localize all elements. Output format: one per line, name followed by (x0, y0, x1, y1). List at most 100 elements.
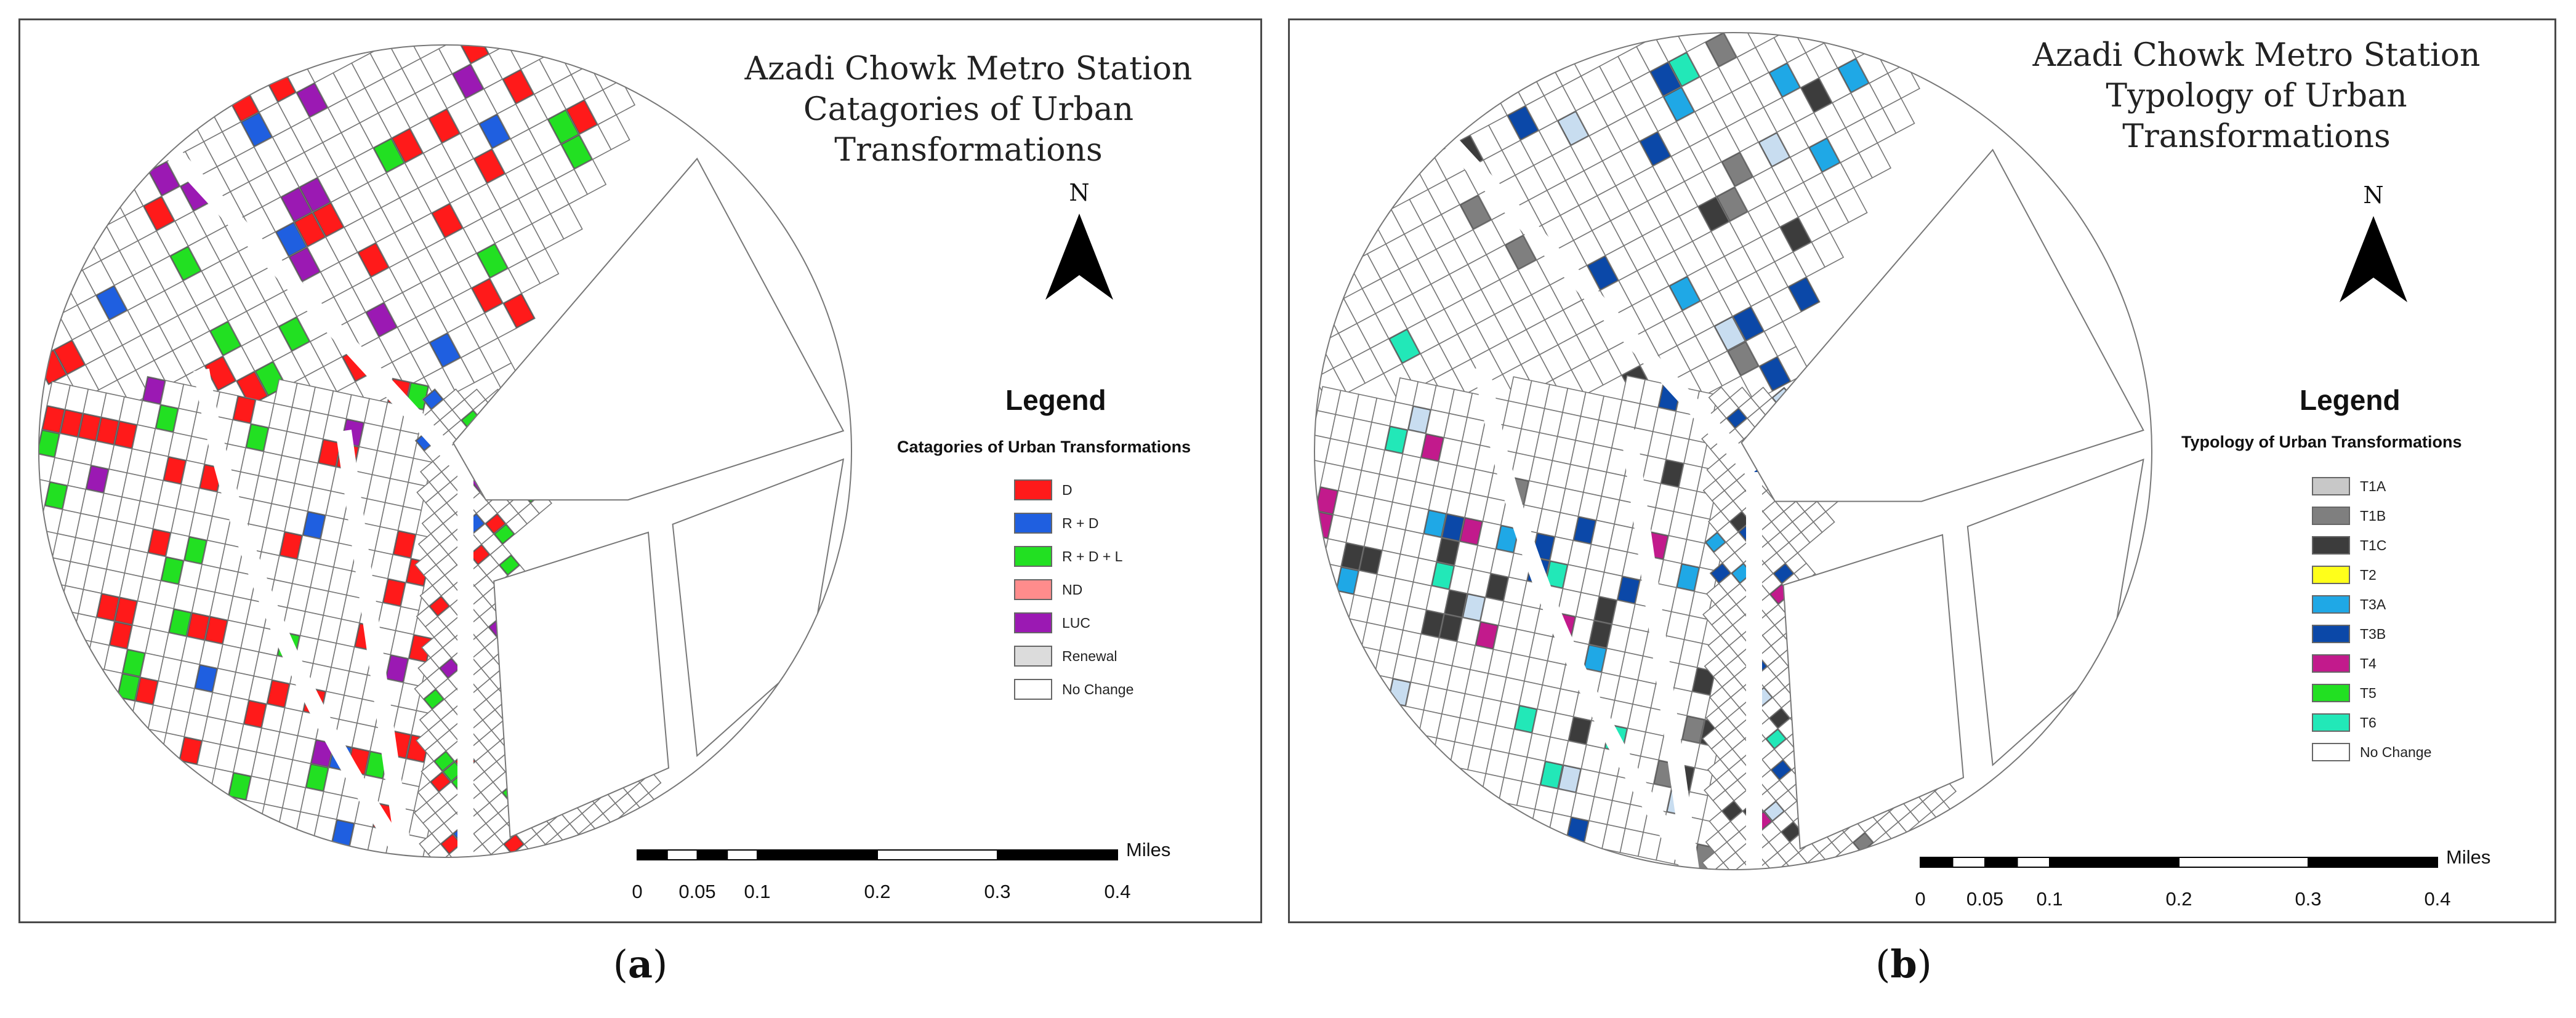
transformed-parcel (281, 187, 312, 222)
transformed-parcel (1505, 235, 1537, 270)
legend-swatch (1014, 646, 1052, 667)
transformed-parcel (434, 751, 454, 772)
transformed-parcel (169, 609, 192, 636)
legend-item: R + D + L (1014, 543, 1133, 569)
transformed-parcel (143, 196, 175, 231)
legend-label: R + D (1062, 515, 1099, 531)
legend-label: ND (1062, 581, 1083, 598)
transformed-parcel (1758, 132, 1790, 167)
scale-bar-graphic (1920, 857, 2438, 868)
legend-item: T5 (2312, 683, 2431, 703)
transformed-parcel (1766, 729, 1787, 749)
transformed-parcel (1495, 525, 1519, 553)
legend-item: T3A (2312, 594, 2431, 615)
transformed-parcel (1336, 567, 1359, 595)
legend-item: T2 (2312, 564, 2431, 585)
legend-item: T6 (2312, 712, 2431, 733)
legend-label: T1A (2360, 478, 2386, 494)
north-arrow: N (2340, 182, 2407, 305)
scale-tick-label: 0.2 (864, 881, 891, 902)
transformed-parcel (373, 138, 405, 173)
transformed-parcel (1359, 547, 1382, 574)
transformed-parcel (96, 593, 119, 621)
north-label: N (2363, 182, 2384, 209)
scale-segment (2178, 857, 2309, 868)
transformed-parcel (161, 556, 184, 585)
transformed-parcel (422, 389, 443, 410)
transformed-parcel (1759, 356, 1791, 391)
transformed-parcel (302, 511, 326, 539)
transformed-parcel (210, 321, 241, 356)
transformed-parcel (187, 612, 210, 641)
scale-segment (877, 849, 998, 860)
transformed-parcel (1729, 511, 1750, 532)
transformed-parcel (1838, 58, 1869, 93)
transformed-parcel (228, 772, 251, 800)
map-base-a (38, 44, 852, 858)
caption-a: (a) (613, 942, 668, 987)
legend-swatch (2312, 713, 2350, 732)
transformed-parcel (163, 457, 187, 484)
transformed-parcel (457, 45, 489, 64)
scale-segment (757, 849, 878, 860)
legend-label: T3B (2360, 625, 2386, 642)
transformed-parcel (1568, 716, 1592, 745)
scale-tick-label: 0.2 (2165, 888, 2192, 910)
legend-subtitle: Catagories of Urban Transformations (897, 438, 1191, 456)
transformed-parcel (179, 737, 203, 764)
transformed-parcel (1663, 87, 1695, 122)
transformed-parcel (494, 524, 515, 544)
transformed-parcel (1660, 460, 1684, 487)
transformed-parcel (1809, 138, 1840, 172)
scale-segment (637, 849, 668, 860)
transformed-parcel (1421, 610, 1444, 638)
legend-item: T1A (2312, 476, 2431, 497)
transformed-parcel (1389, 329, 1420, 364)
transformed-parcel (499, 555, 520, 575)
transformed-parcel (1640, 132, 1671, 166)
scale-tick-label: 0.4 (1104, 881, 1131, 902)
scale-tick-label: 0.05 (678, 881, 716, 902)
transformed-parcel (1315, 487, 1338, 515)
transformed-parcel (1769, 708, 1790, 729)
transformed-parcel (1773, 563, 1794, 584)
transformed-parcel (44, 482, 68, 510)
transformed-parcel (109, 621, 132, 649)
transformed-parcel (148, 161, 180, 196)
transformed-parcel (289, 247, 321, 282)
transformed-parcel (1692, 668, 1715, 695)
transformed-parcel (1726, 408, 1747, 428)
transformed-parcel (429, 333, 461, 367)
transformed-parcel (204, 356, 236, 391)
transformed-parcel (1617, 576, 1640, 604)
legend-label: T4 (2360, 655, 2377, 671)
legend-item: Renewal (1014, 643, 1133, 669)
transformed-parcel (1721, 152, 1753, 186)
transformed-parcel (305, 764, 329, 792)
transformed-parcel (1705, 532, 1726, 553)
transformed-parcel (195, 665, 218, 692)
transformed-parcel (1587, 255, 1619, 291)
transformed-parcel (54, 340, 86, 375)
transformed-parcel (1722, 801, 1742, 821)
transformed-parcel (1714, 316, 1746, 351)
legend-swatch (1014, 479, 1052, 500)
legend-label: T1C (2360, 537, 2387, 553)
map-base-b (1314, 32, 2152, 870)
transformed-parcel (1385, 426, 1408, 454)
transformed-parcel (1705, 33, 1737, 67)
transformed-parcel (1460, 518, 1483, 545)
legend-subtitle: Typology of Urban Transformations (2181, 433, 2462, 451)
legend-item: LUC (1014, 610, 1133, 636)
transformed-parcel (1486, 573, 1509, 601)
transformed-parcel (1728, 341, 1759, 376)
transformed-parcel (135, 677, 158, 705)
transformed-parcel (566, 100, 598, 134)
scale-segment (696, 849, 728, 860)
transformed-parcel (547, 110, 579, 144)
transformed-parcel (1540, 761, 1563, 789)
transformed-parcel (358, 242, 389, 278)
